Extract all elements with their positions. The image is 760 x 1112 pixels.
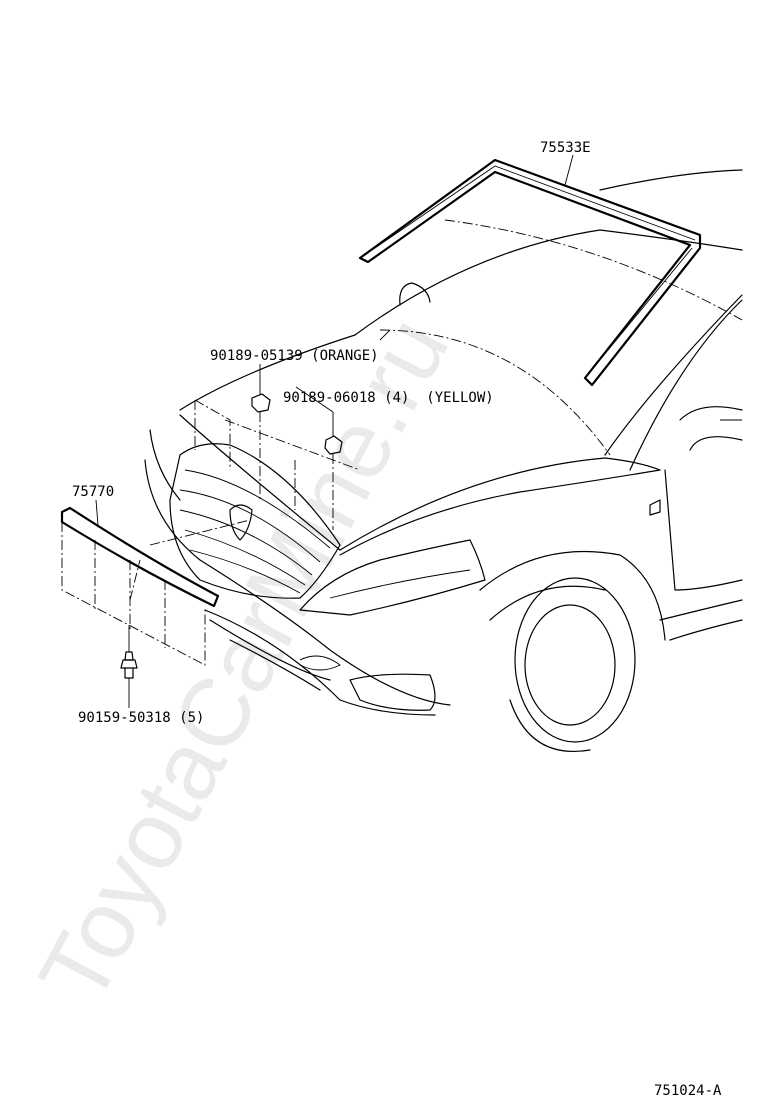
label-90189-06018: 90189-06018 (4) (YELLOW) [283,390,494,406]
clip-orange [194,364,361,500]
screw [120,625,138,708]
front-moulding [60,499,251,666]
label-75770: 75770 [72,484,114,500]
diagram-id: 751024-A [654,1083,722,1099]
windshield-moulding [358,154,702,387]
label-90159-50318: 90159-50318 (5) [78,710,204,726]
watermark-text: ToyotaCarMine.ru [19,301,469,1020]
label-75533E: 75533E [540,140,591,156]
car-body-outline [144,169,743,752]
label-90189-05139: 90189-05139 (ORANGE) [210,348,379,364]
radiator-grille [169,443,341,599]
clip-yellow [294,386,343,530]
